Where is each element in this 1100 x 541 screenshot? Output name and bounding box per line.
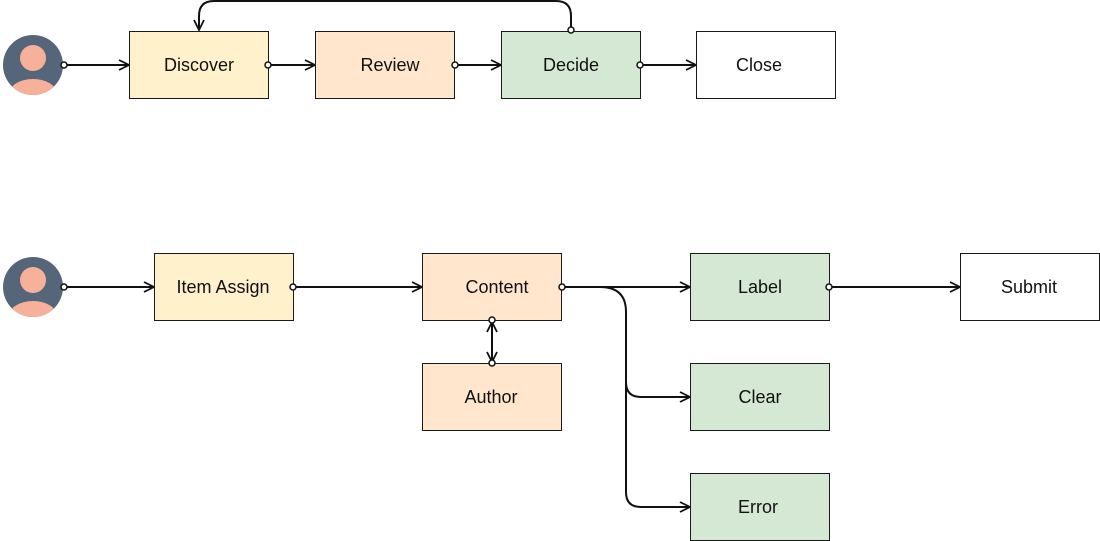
node-clear[interactable]: Clear — [690, 363, 830, 431]
node-label: Submit — [1001, 277, 1057, 297]
port-content-bottom — [488, 316, 496, 324]
edge-content-clear — [599, 286, 690, 397]
node-label: Decide — [543, 55, 599, 75]
node-label: Content — [465, 277, 528, 297]
node-error[interactable]: Error — [690, 473, 830, 541]
edge-decide-discover-loop — [199, 0, 572, 30]
node-close[interactable]: Close — [696, 31, 836, 99]
node-item-assign[interactable]: Item Assign — [154, 253, 294, 321]
node-content[interactable]: Content — [422, 253, 562, 321]
port-content-out — [558, 283, 566, 291]
port-actor — [60, 283, 68, 291]
port-actor — [60, 61, 68, 69]
port-label-out — [825, 283, 833, 291]
node-label: Item Assign — [176, 277, 269, 297]
port-item-assign-out — [289, 283, 297, 291]
user-avatar-icon — [3, 35, 63, 95]
port-review-out — [451, 61, 459, 69]
node-submit[interactable]: Submit — [960, 253, 1100, 321]
flow-bottom: Item Assign Content Author Label Submit … — [3, 253, 1100, 541]
user-avatar-icon — [3, 257, 63, 317]
flow-top: Discover Review Decide Close — [3, 0, 836, 99]
node-label-box[interactable]: Label — [690, 253, 830, 321]
node-label: Author — [464, 387, 517, 407]
port-decide-out — [636, 61, 644, 69]
port-author-top — [488, 359, 496, 367]
node-discover[interactable]: Discover — [129, 31, 269, 99]
node-decide[interactable]: Decide — [501, 31, 641, 99]
node-label: Review — [360, 55, 420, 75]
node-review[interactable]: Review — [315, 31, 455, 99]
port-discover-out — [264, 61, 272, 69]
node-label: Clear — [738, 387, 781, 407]
edge-content-error — [625, 382, 690, 507]
node-label: Close — [736, 55, 782, 75]
node-label: Discover — [164, 55, 234, 75]
node-label: Error — [738, 497, 778, 517]
node-label: Label — [738, 277, 782, 297]
port-decide-top — [567, 26, 575, 34]
node-author[interactable]: Author — [422, 363, 562, 431]
